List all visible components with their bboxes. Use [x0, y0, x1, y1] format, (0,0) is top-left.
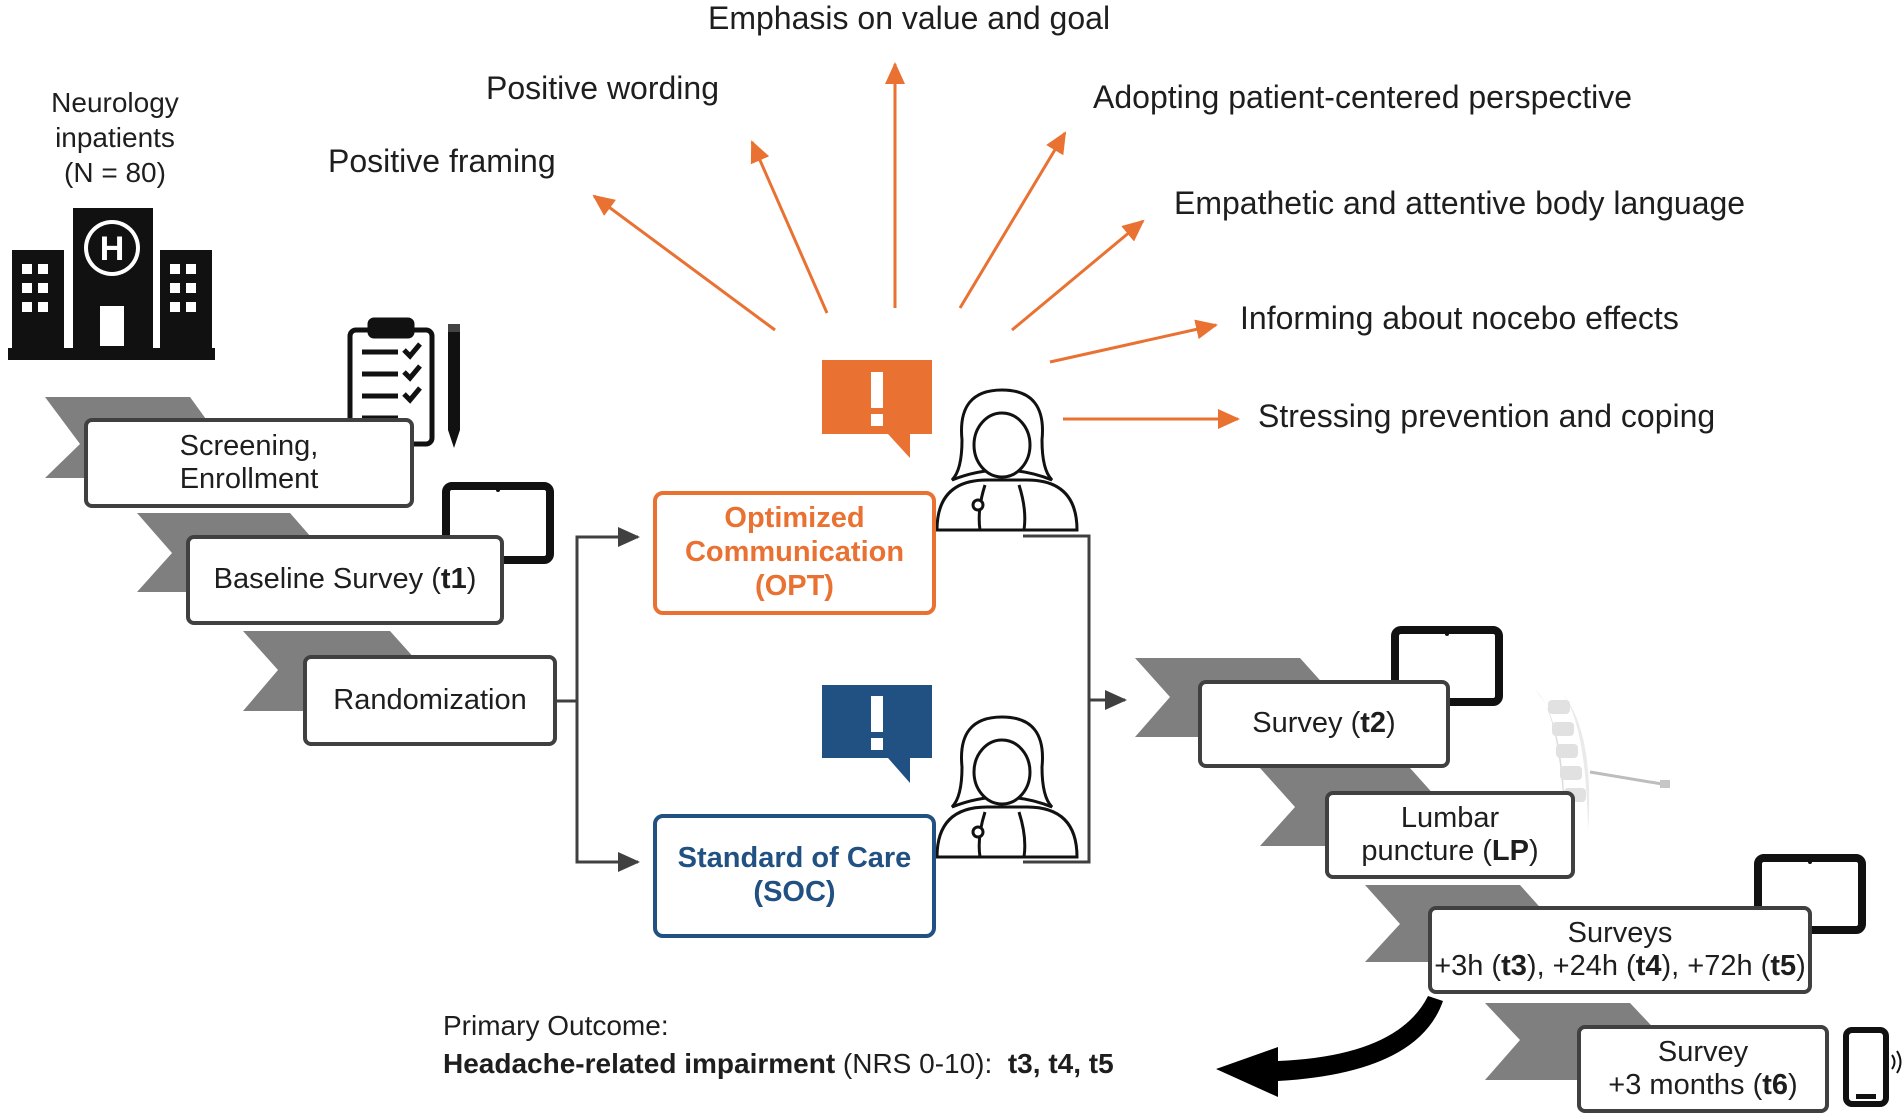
soc-line-2: (SOC)	[753, 876, 836, 908]
surveys-line-1: Surveys	[1567, 916, 1673, 949]
opt-feature-1: Positive framing	[328, 143, 556, 179]
opt-line-3: (OPT)	[755, 569, 834, 602]
clipboard-checklist-icon	[347, 317, 435, 447]
survey-t2-pre: Survey (	[1252, 707, 1361, 740]
step-randomization: Randomization	[303, 655, 557, 746]
step-lumbar-puncture: Lumbar puncture (LP)	[1325, 791, 1575, 879]
speech-bubble-exclamation-icon	[822, 360, 932, 783]
opt-line-2: Communication	[684, 536, 905, 569]
survey-t6-line-1: Survey	[1657, 1035, 1749, 1068]
randomization-text: Randomization	[333, 683, 527, 716]
survey-t2-close: )	[1386, 707, 1396, 740]
population-line-1: Neurology	[51, 87, 179, 118]
doctor-icon	[935, 388, 1079, 532]
opt-feature-4: Adopting patient-centered perspective	[1093, 79, 1633, 115]
primary-outcome-measure: Headache-related impairment	[443, 1048, 836, 1079]
population-line-3: (N = 80)	[64, 157, 166, 188]
primary-outcome-text: Headache-related impairment (NRS 0-10): …	[443, 1048, 1114, 1080]
screening-line-2: Enrollment	[179, 463, 319, 495]
surveys-line-2: +3h (t3), +24h (t4), +72h (t5)	[1434, 950, 1806, 983]
lp-line-2: puncture (LP)	[1361, 835, 1538, 868]
smartphone-icon	[1843, 1027, 1902, 1107]
hospital-icon: H	[8, 208, 215, 360]
opt-feature-3: Emphasis on value and goal	[708, 0, 1111, 36]
step-screening: Screening, Enrollment	[84, 418, 414, 508]
surveys-pre: +3h (	[1434, 950, 1502, 982]
baseline-text-close: )	[466, 563, 477, 596]
opt-feature-arrows	[592, 62, 1240, 429]
randomization-connectors	[555, 527, 1127, 872]
step-survey-t2: Survey (t2)	[1198, 680, 1450, 768]
opt-line-1: Optimized	[724, 502, 865, 535]
opt-feature-2: Positive wording	[486, 70, 719, 106]
surveys-t4: t4	[1635, 950, 1662, 982]
lp-line-1: Lumbar	[1400, 801, 1500, 834]
survey-t6-pre: +3 months (	[1608, 1069, 1763, 1101]
lp-abbrev: LP	[1491, 835, 1529, 867]
opt-feature-7: Stressing prevention and coping	[1258, 398, 1716, 434]
survey-t6-timepoint: t6	[1762, 1069, 1789, 1101]
step-baseline-survey: Baseline Survey (t1)	[186, 535, 504, 625]
survey-t6-line-2: +3 months (t6)	[1608, 1069, 1797, 1102]
population-line-2: inpatients	[55, 122, 175, 153]
step-survey-t6: Survey +3 months (t6)	[1577, 1025, 1829, 1113]
doctor-icon	[935, 715, 1079, 859]
soc-line-1: Standard of Care	[677, 842, 912, 875]
baseline-timepoint: t1	[440, 563, 467, 596]
surveys-mid-2: ), +72h (	[1661, 950, 1771, 982]
population-label: Neurology inpatients (N = 80)	[30, 85, 200, 190]
pencil-icon	[448, 324, 460, 448]
opt-feature-5: Empathetic and attentive body language	[1174, 185, 1746, 221]
arm-soc-box: Standard of Care (SOC)	[653, 814, 936, 938]
svg-text:H: H	[100, 230, 125, 268]
survey-t2-timepoint: t2	[1360, 707, 1387, 740]
surveys-mid-1: ), +24h (	[1526, 950, 1636, 982]
baseline-text-pre: Baseline Survey (	[213, 563, 441, 596]
baseline-text: Baseline Survey (t1)	[214, 563, 477, 596]
primary-outcome-scale: (NRS 0-10):	[835, 1048, 993, 1079]
surveys-t5: t5	[1770, 950, 1797, 982]
surveys-close: )	[1796, 950, 1806, 982]
primary-outcome-label: Primary Outcome:	[443, 1010, 669, 1041]
screening-line-1: Screening,	[179, 429, 319, 462]
lp-line-2-pre: puncture (	[1361, 835, 1492, 867]
opt-feature-6: Informing about nocebo effects	[1240, 300, 1679, 336]
primary-outcome-timepoints: t3, t4, t5	[1007, 1048, 1114, 1079]
surveys-t3: t3	[1501, 950, 1527, 982]
step-surveys-t3-t5: Surveys +3h (t3), +24h (t4), +72h (t5)	[1428, 906, 1812, 994]
lp-line-2-close: )	[1528, 835, 1539, 867]
survey-t2-text: Survey (t2)	[1252, 707, 1395, 740]
primary-outcome-arrow	[1216, 996, 1443, 1097]
arm-opt-box: Optimized Communication (OPT)	[653, 491, 936, 615]
survey-t6-close: )	[1788, 1069, 1798, 1101]
